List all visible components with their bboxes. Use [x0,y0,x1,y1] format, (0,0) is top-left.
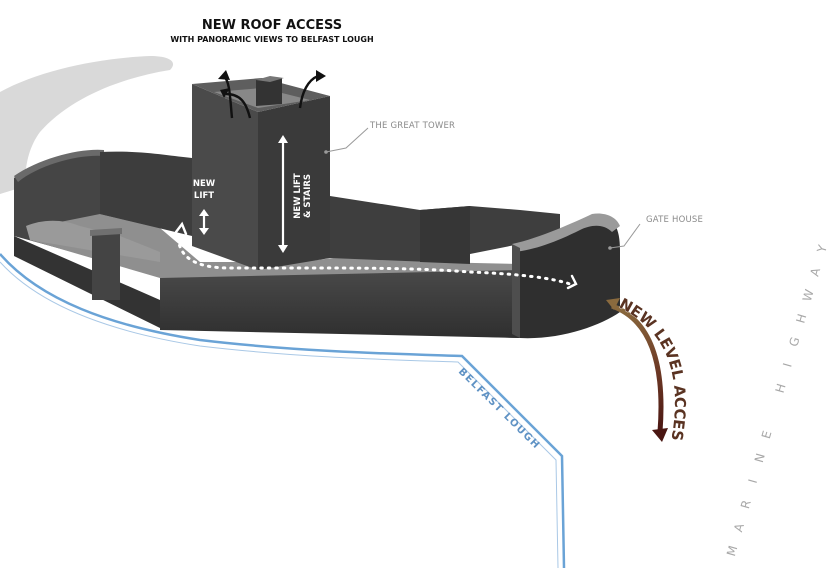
marine-highway-letter: A [731,521,747,534]
new-lift-arrow [199,209,209,235]
roof-arrow-left2-head [220,88,230,98]
access-route-start-arrow [174,221,188,236]
lift-stairs-label-line1: NEW LIFT [293,173,303,219]
rock-outcrop-shape [0,56,174,194]
inner-wall-east [420,206,470,264]
marine-highway-letter: M [724,544,740,558]
north-wall [100,151,192,236]
marine-highway-letter: G [786,335,802,348]
new-lift-label-line1: NEW [193,179,216,189]
west-turret [92,230,120,300]
great-tower-right-face [258,96,330,270]
roof-chimney-top [256,76,284,82]
gate-house-top [512,213,620,252]
marine-highway-letter: I [780,361,794,368]
gate-house-leader-dot [608,246,612,250]
belfast-lough-label-path: BELFAST LOUGH [456,366,541,452]
west-wall-top [14,149,104,182]
header-title: NEW ROOF ACCESS [202,18,342,33]
gate-house-callout: GATE HOUSE [646,215,703,225]
marine-highway-letter: Y [814,243,830,256]
gate-house-leader-line [609,223,641,249]
marine-highway-letter: N [752,452,768,464]
belfast-lough-label: BELFAST LOUGH [456,366,542,452]
great-tower-left-face [192,84,258,270]
marine-highway-letter: H [773,382,789,395]
header-subtitle: WITH PANORAMIC VIEWS TO BELFAST LOUGH [170,35,373,44]
great-tower-leader-dot [324,150,328,154]
west-turret-top [90,228,122,236]
marine-highway-letter: W [800,288,817,303]
outer-wall-long [160,268,520,338]
marine-highway-letter: A [807,265,823,278]
marine-highway-letter: I [746,478,760,485]
new-level-access-arrow-band [611,303,664,433]
roof-chimney [256,78,282,106]
great-tower-callout: THE GREAT TOWER [369,121,455,131]
roof-arrow-left-head [218,70,230,80]
new-level-access-arrow-tail [606,298,620,310]
great-tower-leader-line [325,127,369,153]
marine-highway-letter: E [759,429,775,440]
marine-highway-letter: H [793,312,809,325]
lift-stairs-label-line2: & STAIRS [303,174,313,218]
lift-stairs-arrow [278,135,288,253]
castle-model [14,76,620,340]
new-lift-label-line2: LIFT [194,191,214,201]
roof-arrow-right-curve [298,74,319,109]
shoreline-inner-line [0,261,559,569]
courtyard-floor [30,214,520,278]
access-route-dotted-path [176,236,572,286]
gate-house-side [512,244,520,338]
access-route-end-arrow [566,274,578,290]
shoreline-line [0,253,566,569]
marine-highway-letter: R [738,498,754,510]
roof-arrow-right-head [316,70,326,82]
new-level-access-arrow-head [652,428,668,442]
